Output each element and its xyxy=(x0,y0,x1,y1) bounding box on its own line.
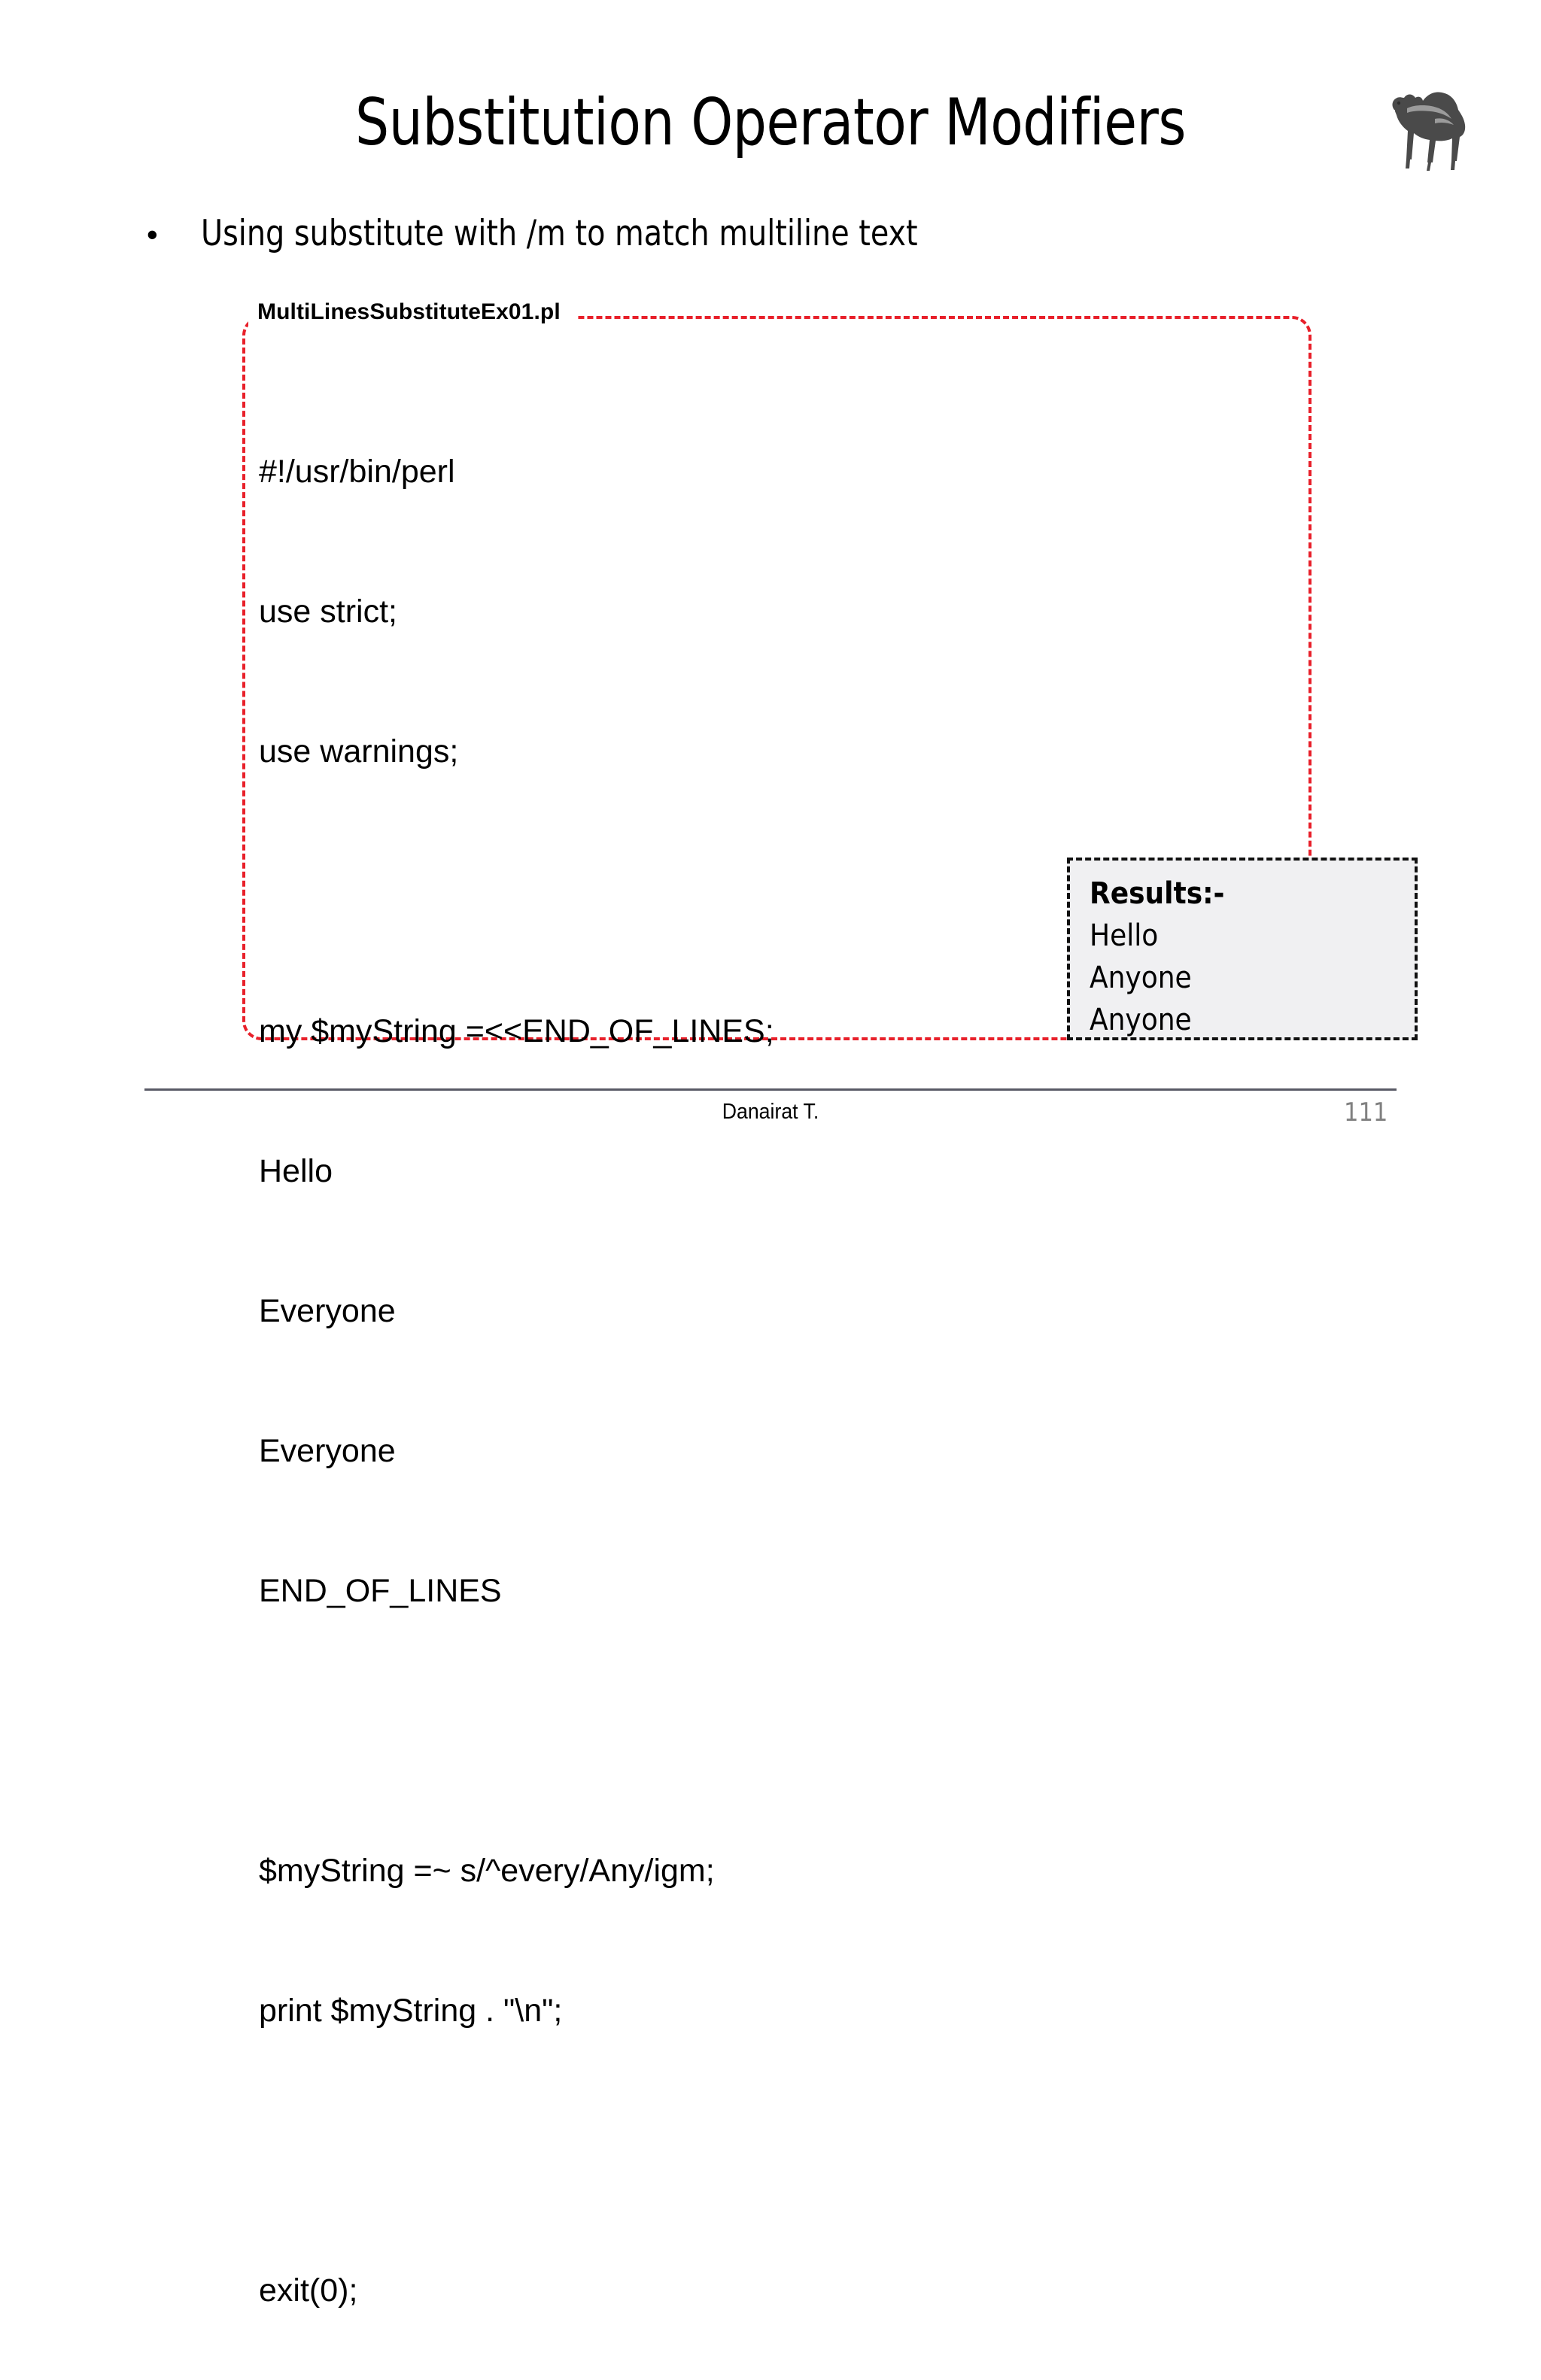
footer-divider xyxy=(144,1088,1397,1091)
page-title: Substitution Operator Modifiers xyxy=(354,85,1187,160)
code-filename-label: MultiLinesSubstituteEx01.pl xyxy=(257,299,561,324)
callout-label-mask xyxy=(248,301,576,332)
code-callout-box xyxy=(242,316,1312,1040)
code-line: Everyone xyxy=(259,1433,396,1469)
code-line-blank xyxy=(259,868,774,915)
code-line: use warnings; xyxy=(259,733,459,770)
code-line: #!/usr/bin/perl xyxy=(259,454,455,490)
bullet-text: Using substitute with /m to match multil… xyxy=(201,213,918,254)
bullet-marker-icon: • xyxy=(147,217,158,252)
code-line: exit(0); xyxy=(259,2272,358,2309)
slide-canvas: Substitution Operator Modifiers xyxy=(144,72,1484,2309)
results-line: Anyone xyxy=(1090,961,1192,995)
code-line: $myString =~ s/^every/Any/igm; xyxy=(259,1853,715,1889)
code-line: my $myString =<<END_OF_LINES; xyxy=(259,1013,774,1049)
code-line: print $myString . "\n"; xyxy=(259,1993,563,2029)
code-line-blank xyxy=(259,2127,774,2174)
results-title: Results:- xyxy=(1090,876,1225,911)
code-block: #!/usr/bin/perl use strict; use warnings… xyxy=(259,355,774,2380)
results-box: Results:- Hello Anyone Anyone xyxy=(1067,858,1418,1040)
code-line-blank xyxy=(259,1708,774,1754)
code-line: use strict; xyxy=(259,593,397,630)
code-line: Everyone xyxy=(259,1293,396,1329)
results-line: Anyone xyxy=(1090,1003,1192,1037)
page-number: 111 xyxy=(1344,1097,1388,1128)
perl-camel-logo xyxy=(1363,72,1484,174)
code-line: END_OF_LINES xyxy=(259,1573,502,1609)
code-line: Hello xyxy=(259,1153,333,1189)
footer-author: Danairat T. xyxy=(722,1100,819,1124)
results-line: Hello xyxy=(1090,918,1159,953)
bullet-row: • Using substitute with /m to match mult… xyxy=(147,213,963,254)
